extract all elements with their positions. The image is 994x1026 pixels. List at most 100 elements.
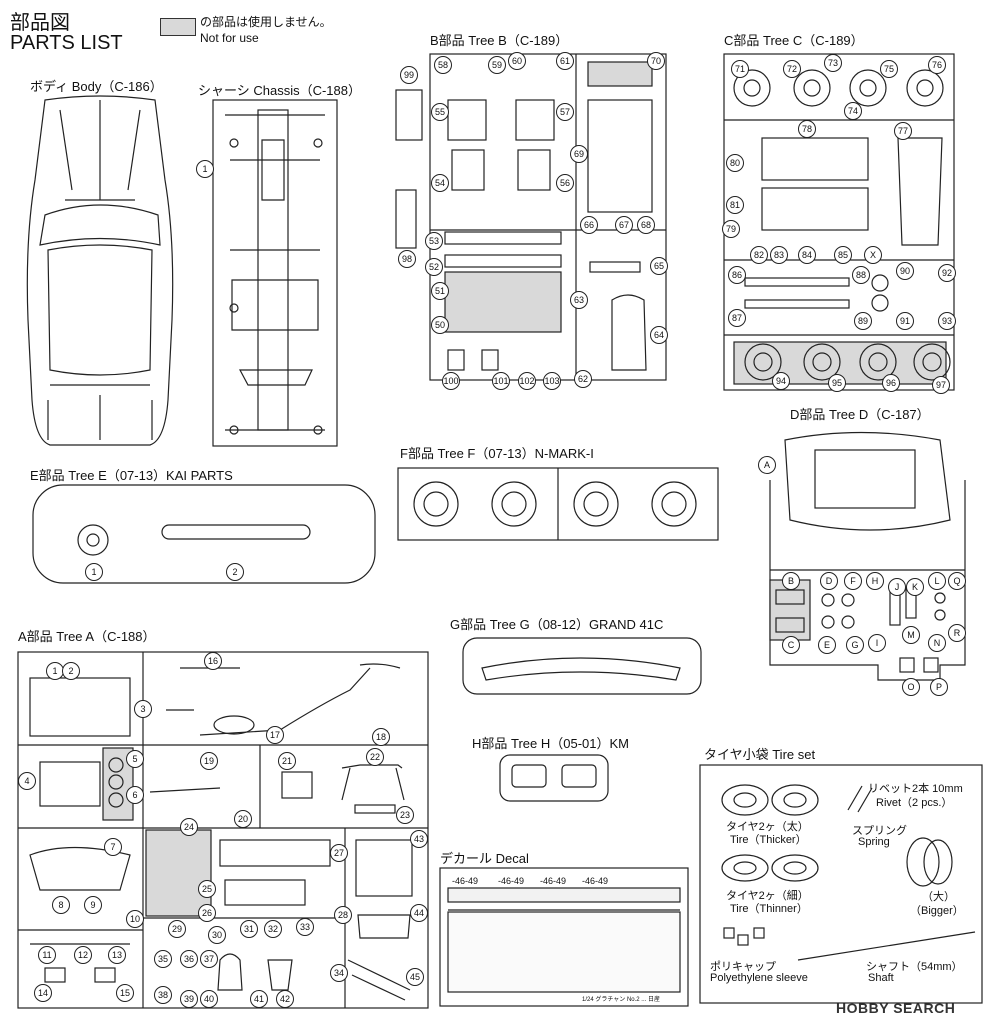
body-shell: [26, 95, 174, 446]
tree-d-part-letter: C: [782, 636, 800, 654]
tree-d-part-letter: I: [868, 634, 886, 652]
tree-c-part-number: 87: [728, 309, 746, 327]
tree-b-part-number: 103: [543, 372, 561, 390]
tree-c-part-number: 78: [798, 120, 816, 138]
tree-b-part-number: 55: [431, 103, 449, 121]
tree-a-part-number: 2: [62, 662, 80, 680]
tree-a-part-number: 32: [264, 920, 282, 938]
tree-a-part-number: 29: [168, 920, 186, 938]
tree-d-part-letter: D: [820, 572, 838, 590]
tree-e-part-number: 1: [85, 563, 103, 581]
tree-a-part-number: 12: [74, 946, 92, 964]
tree-c-part-number: 77: [894, 122, 912, 140]
tree-c-part-number: 75: [880, 60, 898, 78]
tree-a-header: A部品 Tree A（C-188）: [18, 629, 156, 644]
tree-a-part-number: 22: [366, 748, 384, 766]
tree-b-part-number: 64: [650, 326, 668, 344]
tree-b-part-number: 69: [570, 145, 588, 163]
legend-en: Not for use: [200, 31, 259, 45]
tree-d-part-letter: M: [902, 626, 920, 644]
tree-b-part-number: 58: [434, 56, 452, 74]
tree-a-part-number: 6: [126, 786, 144, 804]
shaft-label-jp: シャフト（54mm）: [866, 961, 963, 973]
decal-mark-2: -46-49: [498, 876, 525, 886]
tree-f-runner: [397, 467, 719, 541]
tree-c-part-number: 93: [938, 312, 956, 330]
tree-d-part-letter: O: [902, 678, 920, 696]
polycap-label-en: Polyethylene sleeve: [710, 972, 808, 984]
rivet-label-jp: リベット2本 10mm: [868, 783, 963, 795]
tree-b-part-number: 61: [556, 52, 574, 70]
tree-a-part-number: 35: [154, 950, 172, 968]
tree-b-part-number: 68: [637, 216, 655, 234]
tree-a-part-number: 18: [372, 728, 390, 746]
legend-jp: の部品は使用しません。: [200, 15, 332, 29]
tree-a-part-number: 17: [266, 726, 284, 744]
tree-c-part-number: 97: [932, 376, 950, 394]
tree-a-part-number: 38: [154, 986, 172, 1004]
tree-a-part-number: 45: [406, 968, 424, 986]
decal-mark-1: -46-49: [452, 876, 479, 886]
tree-c-part-number: 74: [844, 102, 862, 120]
decal-mark-3: -46-49: [540, 876, 567, 886]
tree-a-part-number: 30: [208, 926, 226, 944]
tree-a-part-number: 36: [180, 950, 198, 968]
tree-b-part-number: 100: [442, 372, 460, 390]
tree-b-part-number: 67: [615, 216, 633, 234]
tire-thick-label-jp: タイヤ2ヶ（太）: [726, 821, 809, 833]
tree-b-part-number: 65: [650, 257, 668, 275]
tree-b-part-number: 54: [431, 174, 449, 192]
tree-b-part-number: 98: [398, 250, 416, 268]
tree-b-header: B部品 Tree B（C-189）: [430, 33, 569, 48]
tree-d-part-letter: L: [928, 572, 946, 590]
tree-b-part-number: 57: [556, 103, 574, 121]
tree-g-runner: [462, 637, 702, 695]
tree-c-part-number: 94: [772, 372, 790, 390]
tree-b-part-number: 60: [508, 52, 526, 70]
tree-h-header: H部品 Tree H（05-01）KM: [472, 736, 629, 751]
tree-b-part-number: 66: [580, 216, 598, 234]
chassis-plate: [212, 99, 338, 447]
tree-c-part-number: 85: [834, 246, 852, 264]
tree-a-part-number: 20: [234, 810, 252, 828]
tree-c-part-number: 76: [928, 56, 946, 74]
tree-d-part-letter: E: [818, 636, 836, 654]
tree-c-part-number: 96: [882, 374, 900, 392]
tree-c-part-number: 80: [726, 154, 744, 172]
tree-c-header: C部品 Tree C（C-189）: [724, 33, 864, 48]
tree-a-part-number: 39: [180, 990, 198, 1008]
tree-a-part-number: 14: [34, 984, 52, 1002]
body-header: ボディ Body（C-186）: [30, 79, 163, 94]
tree-a-part-number: 21: [278, 752, 296, 770]
tree-a-part-number: 8: [52, 896, 70, 914]
tree-d-part-letter: N: [928, 634, 946, 652]
tree-a-part-number: 43: [410, 830, 428, 848]
tree-c-part-number: 82: [750, 246, 768, 264]
tree-b-part-number: 101: [492, 372, 510, 390]
tree-b-part-number: 70: [647, 52, 665, 70]
decal-mark-4: -46-49: [582, 876, 609, 886]
page-title-en: PARTS LIST: [10, 32, 123, 54]
tree-g-header: G部品 Tree G（08-12）GRAND 41C: [450, 617, 664, 632]
tree-a-part-number: 25: [198, 880, 216, 898]
spring-bigger-label-en: （Bigger）: [910, 905, 964, 917]
tree-c-part-number: 92: [938, 264, 956, 282]
tree-d-part-letter: F: [844, 572, 862, 590]
tree-d-part-letter: B: [782, 572, 800, 590]
tree-a-part-number: 10: [126, 910, 144, 928]
chassis-header: シャーシ Chassis（C-188）: [198, 83, 361, 98]
tree-f-header: F部品 Tree F（07-13）N-MARK-I: [400, 446, 594, 461]
tree-c-part-number: X: [864, 246, 882, 264]
tree-c-part-number: 83: [770, 246, 788, 264]
watermark: HOBBY SEARCH: [836, 1000, 956, 1016]
tree-c-part-number: 89: [854, 312, 872, 330]
tree-c-part-number: 91: [896, 312, 914, 330]
decal-footer: 1/24 グラチャン No.2 ... 日産: [582, 997, 660, 1003]
chassis-part-number: 1: [196, 160, 214, 178]
tree-a-part-number: 13: [108, 946, 126, 964]
tree-a-part-number: 19: [200, 752, 218, 770]
tree-a-part-number: 34: [330, 964, 348, 982]
tree-c-part-number: 88: [852, 266, 870, 284]
tree-b-part-number: 102: [518, 372, 536, 390]
tree-e-header: E部品 Tree E（07-13）KAI PARTS: [30, 468, 233, 483]
